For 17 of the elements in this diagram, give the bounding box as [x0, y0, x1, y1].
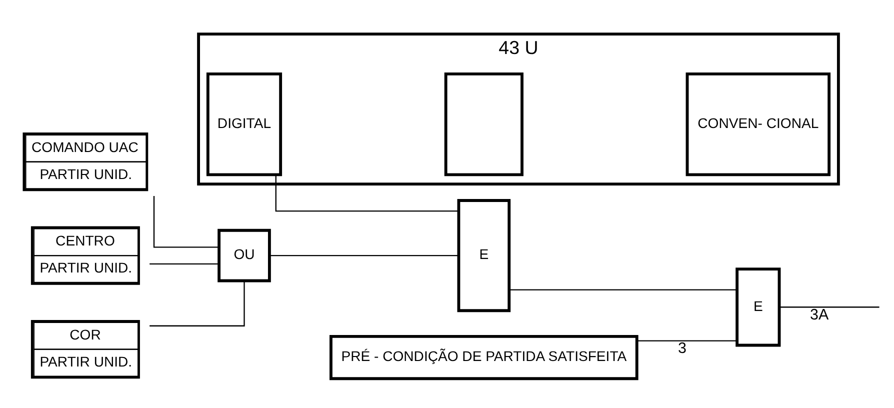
connector: [509, 289, 737, 290]
node-box: DIGITAL: [206, 72, 282, 176]
node-box: E: [457, 199, 511, 312]
edge-label: 3A: [810, 306, 829, 324]
connector: [270, 254, 458, 256]
node-box: E: [736, 268, 781, 347]
node-box: OU: [218, 228, 271, 282]
connector: [153, 196, 219, 248]
node-box: CONVEN- CIONAL: [686, 72, 831, 176]
connector: [637, 340, 737, 342]
node-box: [444, 72, 524, 176]
connector: [150, 263, 219, 265]
node-box: PRÉ - CONDIÇÃO DE PARTIDA SATISFEITA: [330, 334, 638, 380]
connector: [150, 280, 245, 326]
connector: [779, 306, 880, 308]
connector: [275, 174, 458, 212]
edge-label: 3: [678, 340, 686, 358]
